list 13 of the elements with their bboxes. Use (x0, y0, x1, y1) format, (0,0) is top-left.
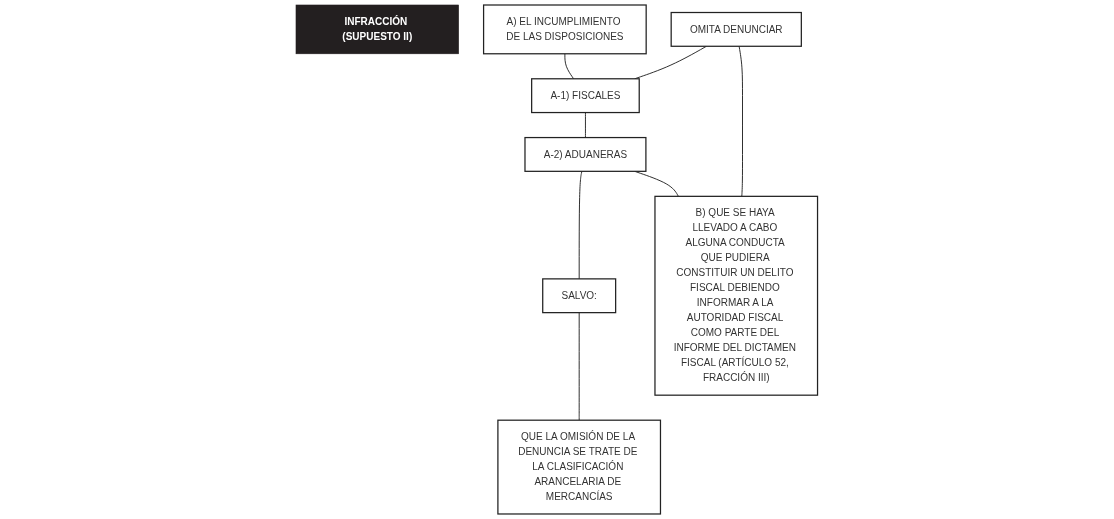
connector (564, 53, 575, 80)
node-box: B) QUE SE HAYA LLEVADO A CABO ALGUNA CONDUCTA QUE PUDIERA CONSTITUIR UN DELITO FISCAL DEBIENDO INFORMAR A LA AUTORIDAD FISCAL COMO PARTE DEL INFORME DEL DICTAMEN FISCAL (ARTÍCULO 52, FRACCIÓN III) (654, 195, 819, 396)
node-box: A-1) FISCALES (531, 78, 641, 114)
node-box: A) EL INCUMPLIMIENTO DE LAS DISPOSICIONES (483, 4, 647, 55)
connector (578, 312, 580, 421)
connector (578, 170, 583, 280)
node-box: INFRACCIÓN (SUPUESTO II) (295, 4, 460, 55)
connector (585, 112, 587, 139)
node-box: QUE LA OMISIÓN DE LA DENUNCIA SE TRATE DE LA CLASIFICACIÓN ARANCELARIA DE MERCANCÍAS (497, 419, 662, 515)
node-box: A-2) ADUANERAS (524, 136, 647, 172)
node-box: SALVO: (542, 278, 617, 314)
connector (738, 45, 744, 197)
node-box: OMITA DENUNCIAR (670, 11, 803, 47)
